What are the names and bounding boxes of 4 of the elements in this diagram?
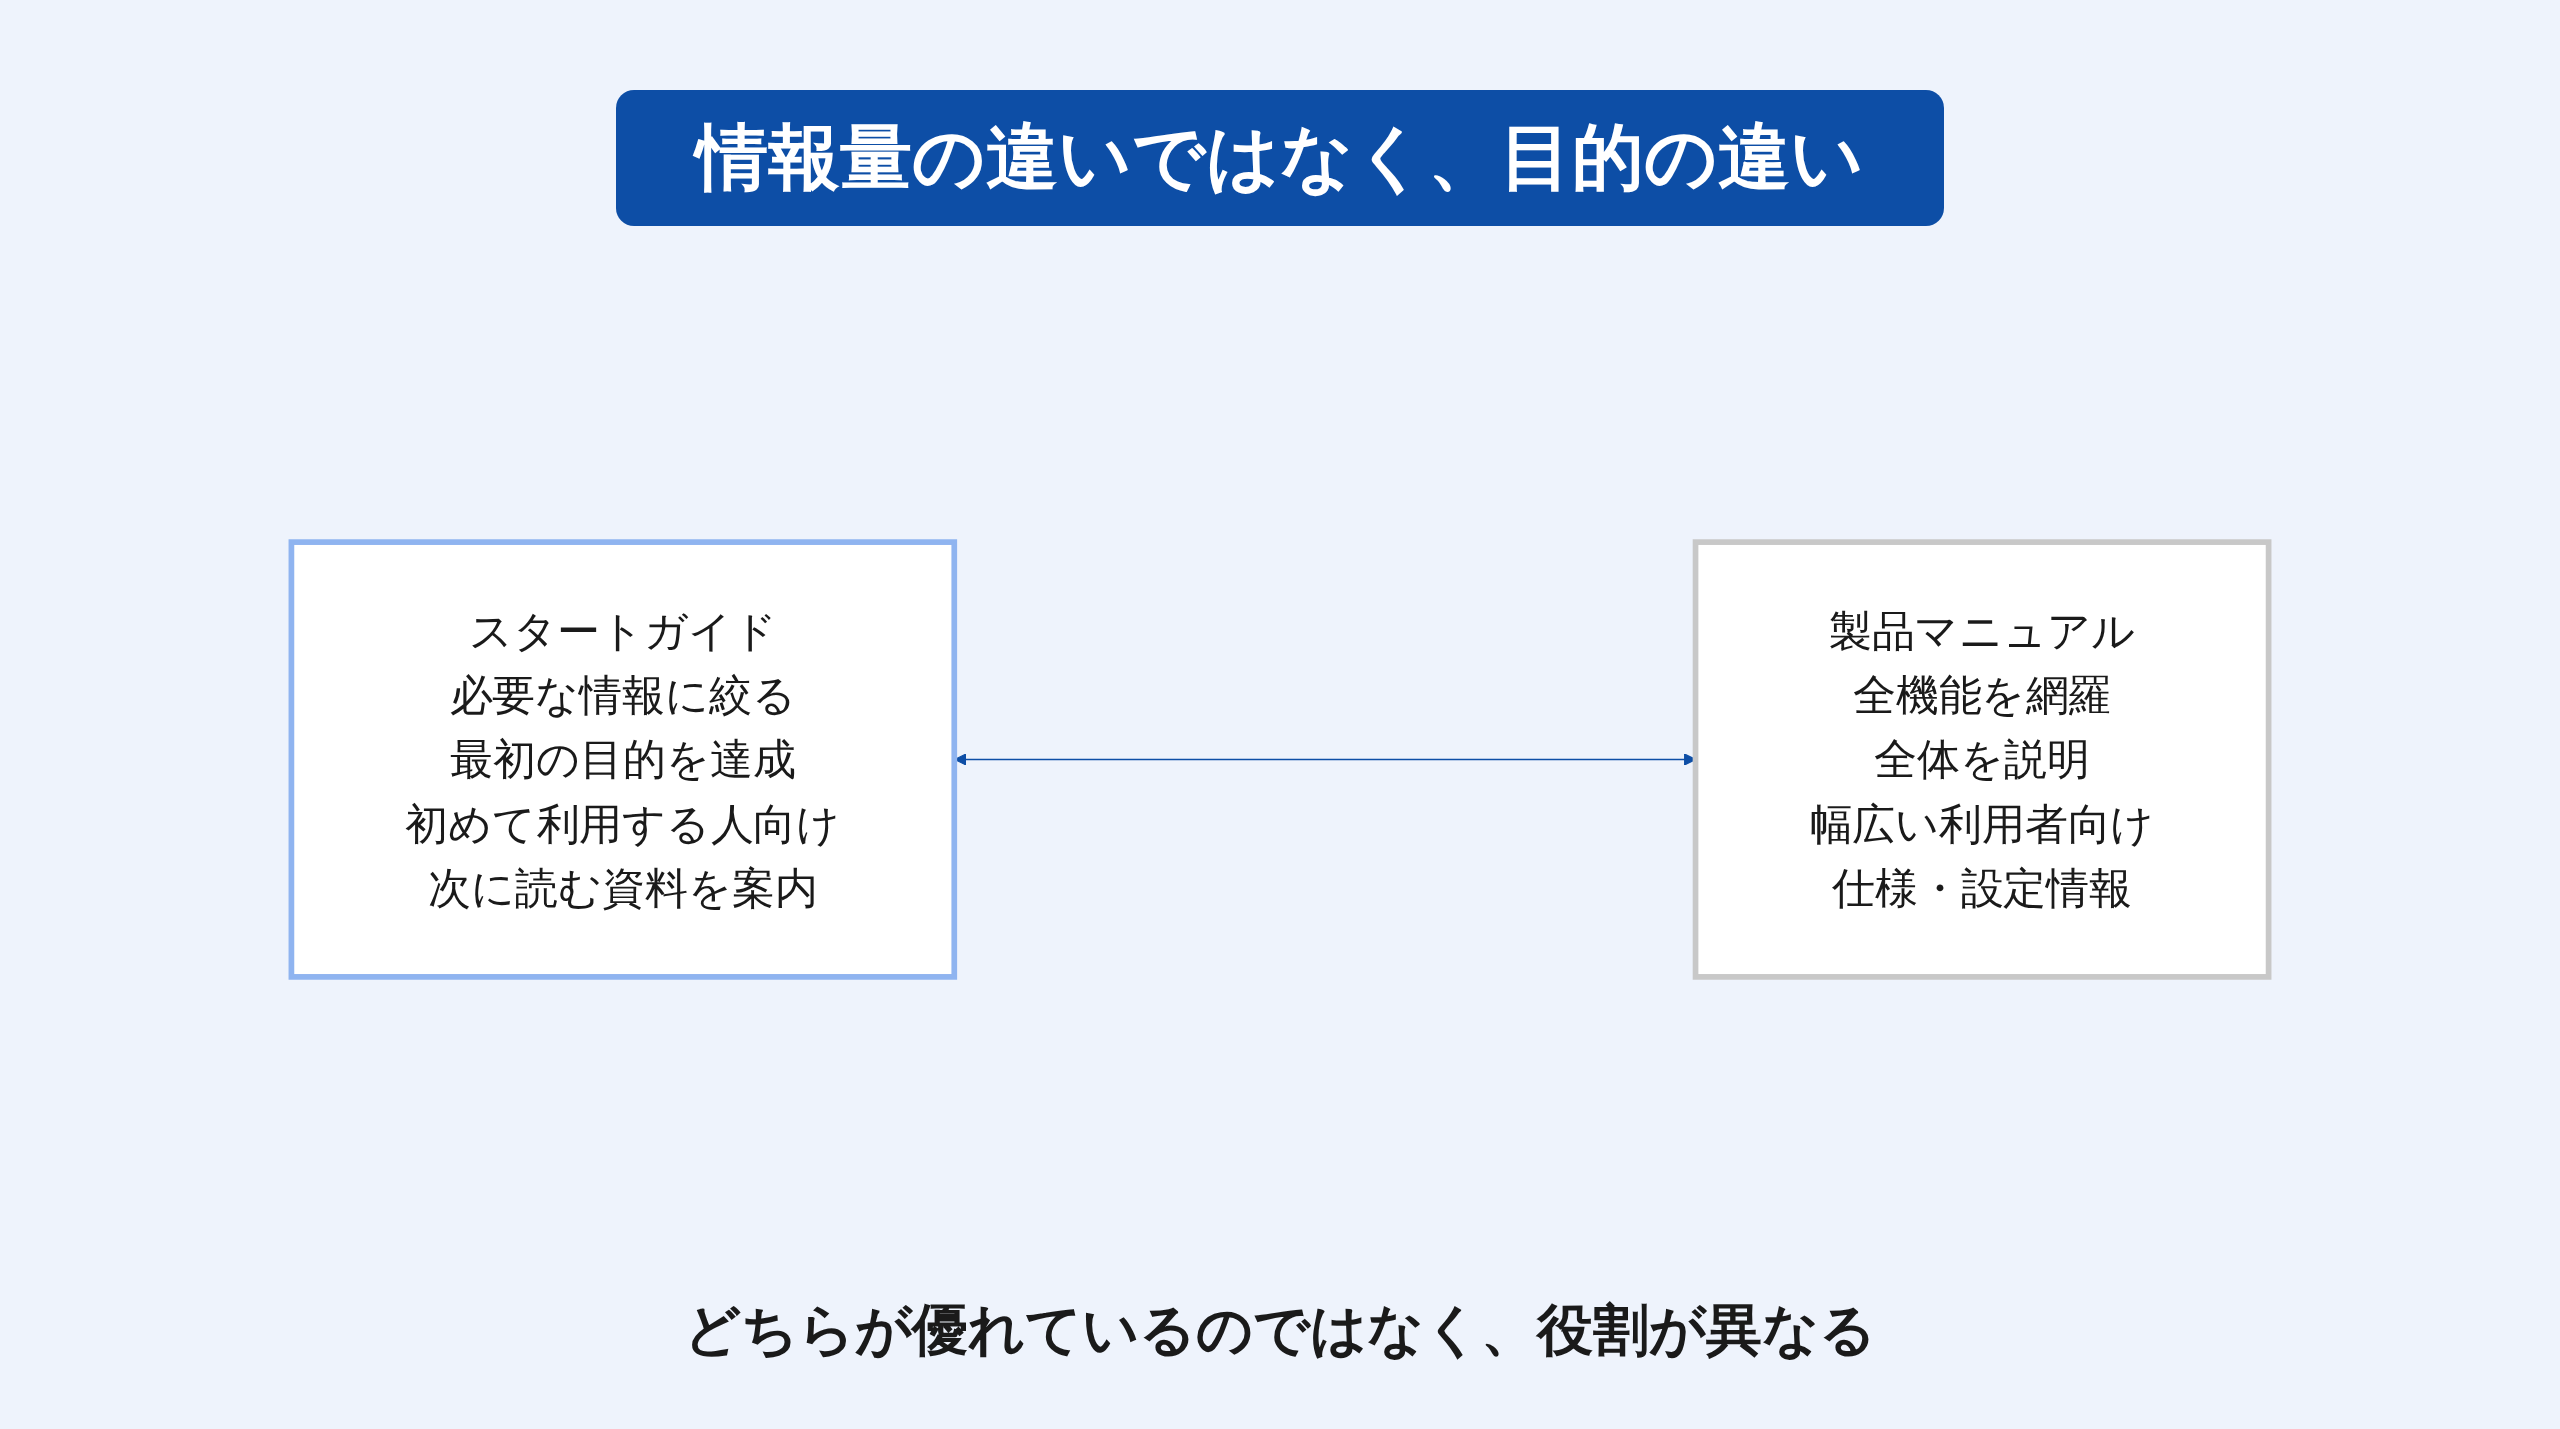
node-box: 製品マニュアル 全機能を網羅 全体を説明 幅広い利用者向け 仕様・設定情報 <box>1692 539 2272 980</box>
node-box: スタートガイド 必要な情報に絞る 最初の目的を達成 初めて利用する人向け 次に読む資料を案内 <box>288 539 958 980</box>
title-banner: 情報量の違いではなく、目的の違い <box>616 90 1944 226</box>
caption: どちらが優れているのではなく、役割が異なる <box>684 1296 1876 1364</box>
